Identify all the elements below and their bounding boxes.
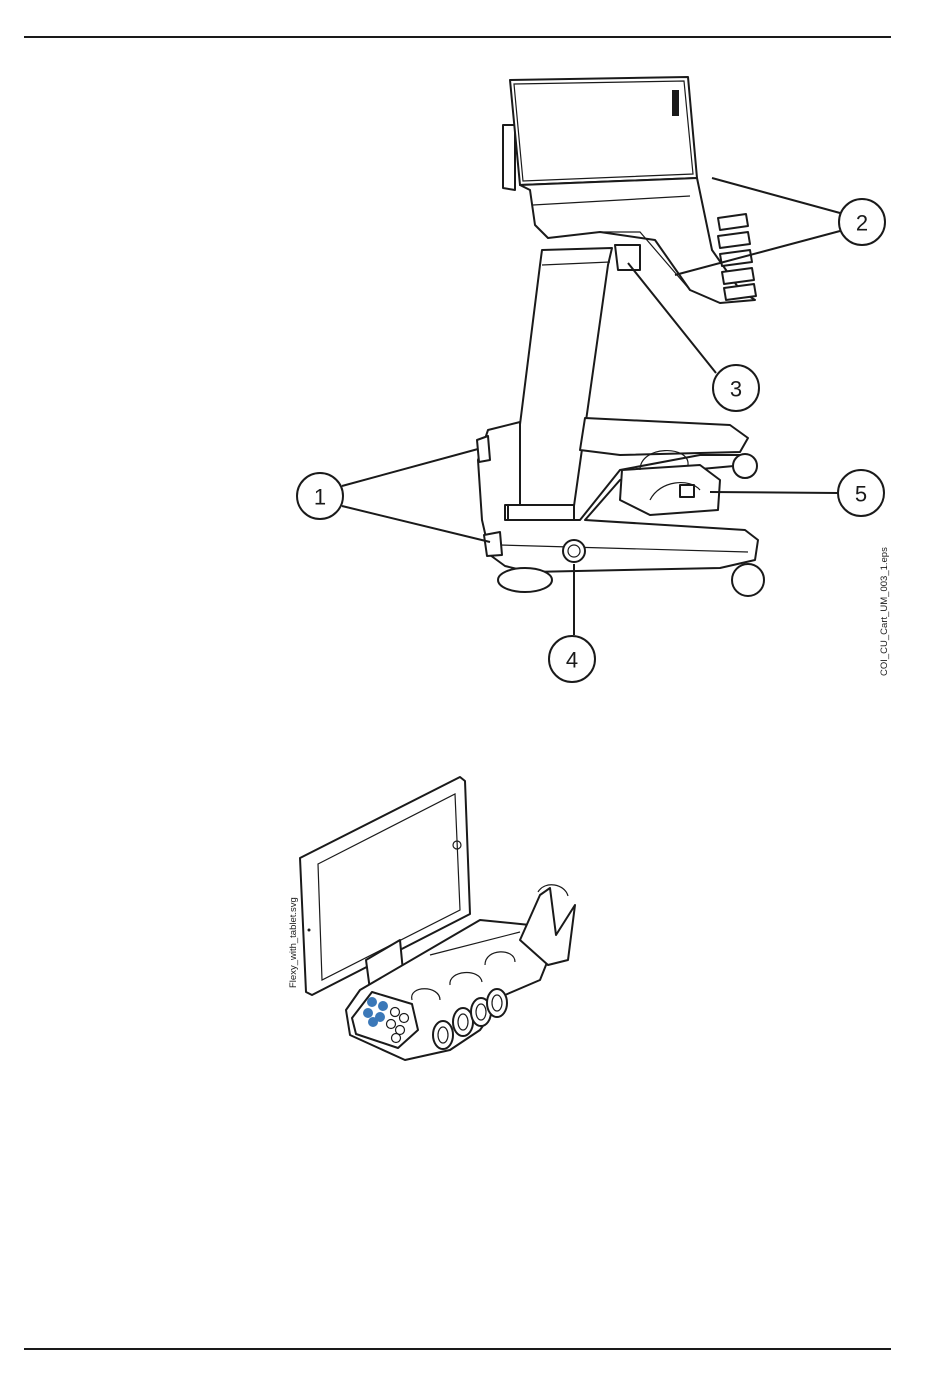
cart-drawing bbox=[477, 77, 764, 596]
figure1-file-label: COI_CU_Cart_UM_003_1.eps bbox=[879, 547, 890, 676]
callout-5-label: 5 bbox=[855, 482, 867, 507]
footer-rule bbox=[24, 1348, 891, 1350]
figure2-file-label: Flexy_with_tablet.svg bbox=[288, 897, 299, 988]
callout-2: 2 bbox=[839, 199, 885, 245]
callout-5: 5 bbox=[838, 470, 884, 516]
callout-4-label: 4 bbox=[566, 648, 578, 673]
flexy-tablet-drawing bbox=[300, 777, 575, 1060]
callout-3-label: 3 bbox=[730, 377, 742, 402]
callout-3: 3 bbox=[713, 365, 759, 411]
callout-1-label: 1 bbox=[314, 485, 326, 510]
instrument-holders bbox=[718, 214, 756, 300]
callout-2-label: 2 bbox=[856, 211, 868, 236]
callout-4: 4 bbox=[549, 636, 595, 682]
callout-1: 1 bbox=[297, 473, 343, 519]
